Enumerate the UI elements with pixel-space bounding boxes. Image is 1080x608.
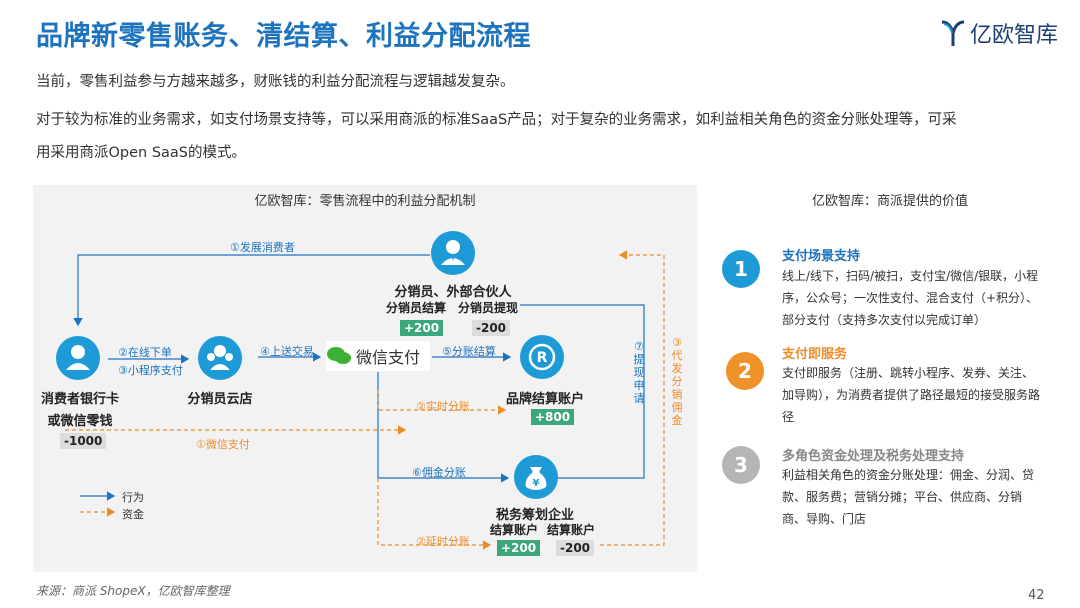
consumer-label-2: 或微信零钱	[47, 414, 113, 429]
flow-label-split: ⑤分账结算	[442, 345, 496, 358]
item-2-desc: 支付即服务（注册、跳转小程序、发券、关注、加导购），为消费者提供了路径最短的接受…	[782, 366, 1041, 424]
svg-text:¥: ¥	[533, 478, 540, 489]
item-3-desc: 利益相关角色的资金分账处理：佣金、分润、贷款、服务费；营销分摊；平台、供应商、分…	[782, 468, 1035, 526]
partner-label: 分销员、外部合伙人	[394, 285, 512, 300]
source-note: 来源：商派 ShopeX，亿欧智库整理	[36, 584, 230, 598]
partner-amount-plus: +200	[400, 320, 444, 336]
brand-amount: +800	[531, 409, 575, 425]
flow-label-wechat-pay: ①微信支付	[196, 438, 250, 451]
consumer-person-icon	[56, 336, 100, 380]
tax-amount-plus: +200	[497, 540, 541, 556]
intro-line-1: 当前，零售利益参与方越来越多，财账钱的利益分配流程与逻辑越发复杂。	[36, 74, 515, 90]
flow-label-commission: ⑥佣金分账	[412, 466, 466, 479]
partner-sub1: 分销员结算	[386, 301, 447, 315]
logo-text: 亿欧智库	[970, 23, 1059, 48]
flow-label-delayed: ②延时分账	[416, 535, 470, 548]
brand-label: 品牌结算账户	[505, 392, 584, 407]
flow-label-develop: ①发展消费者	[230, 241, 295, 254]
item-1-desc: 线上/线下，扫码/被扫，支付宝/微信/银联，小程序，公众号；一次性支付、混合支付…	[782, 269, 1039, 327]
svg-text:R: R	[537, 350, 548, 366]
item-3-number: 3	[722, 446, 760, 484]
page-title: 品牌新零售账务、清结算、利益分配流程	[36, 21, 531, 52]
brand-registered-icon: R	[520, 335, 564, 379]
logo-mark-icon	[941, 20, 965, 46]
wechat-pay-box: 微信支付	[326, 341, 430, 371]
flow-label-payout: ③代发分销佣金	[671, 336, 683, 427]
legend-funds: 资金	[122, 508, 144, 521]
wechat-label: 微信支付	[356, 348, 421, 367]
consumer-label-1: 消费者银行卡	[40, 392, 119, 407]
diagram-panel	[33, 185, 697, 572]
store-people-icon	[198, 336, 242, 380]
item-2-title: 支付即服务	[782, 347, 848, 362]
partner-person-icon	[431, 231, 475, 275]
flow-label-realtime: ②实时分账	[416, 400, 470, 413]
brand-logo: 亿欧智库	[940, 17, 1058, 49]
store-label: 分销员云店	[187, 392, 253, 407]
flow-label-upload: ④上送交易	[260, 345, 314, 358]
wechat-icon	[327, 347, 351, 364]
value-panel-title: 亿欧智库：商派提供的价值	[811, 194, 968, 209]
tax-sub1: 结算账户	[490, 523, 539, 537]
diagram-title: 亿欧智库：零售流程中的利益分配机制	[254, 194, 476, 209]
intro-line-3: 用采用商派Open SaaS的模式。	[36, 145, 247, 161]
consumer-amount: -1000	[60, 433, 107, 449]
partner-sub2: 分销员提现	[458, 301, 519, 315]
intro-line-2: 对于较为标准的业务需求，如支付场景支持等，可以采用商派的标准SaaS产品；对于复…	[36, 112, 957, 128]
flow-label-withdraw: ⑦提现申请	[633, 340, 645, 405]
tax-sub2: 结算账户	[547, 523, 596, 537]
flow-label-mini-pay: ③小程序支付	[118, 364, 183, 377]
item-1-title: 支付场景支持	[782, 249, 861, 264]
item-3-title: 多角色资金处理及税务处理支持	[782, 449, 965, 464]
partner-amount-minus: -200	[472, 320, 511, 336]
tax-label: 税务筹划企业	[495, 508, 574, 523]
item-1-number: 1	[722, 250, 760, 288]
tax-money-bag-icon: ¥	[514, 455, 558, 499]
item-2-number: 2	[726, 352, 764, 390]
tax-amount-minus: -200	[556, 540, 595, 556]
flow-label-order: ②在线下单	[118, 346, 172, 359]
legend-behavior: 行为	[122, 491, 144, 504]
page-number: 42	[1028, 588, 1045, 603]
